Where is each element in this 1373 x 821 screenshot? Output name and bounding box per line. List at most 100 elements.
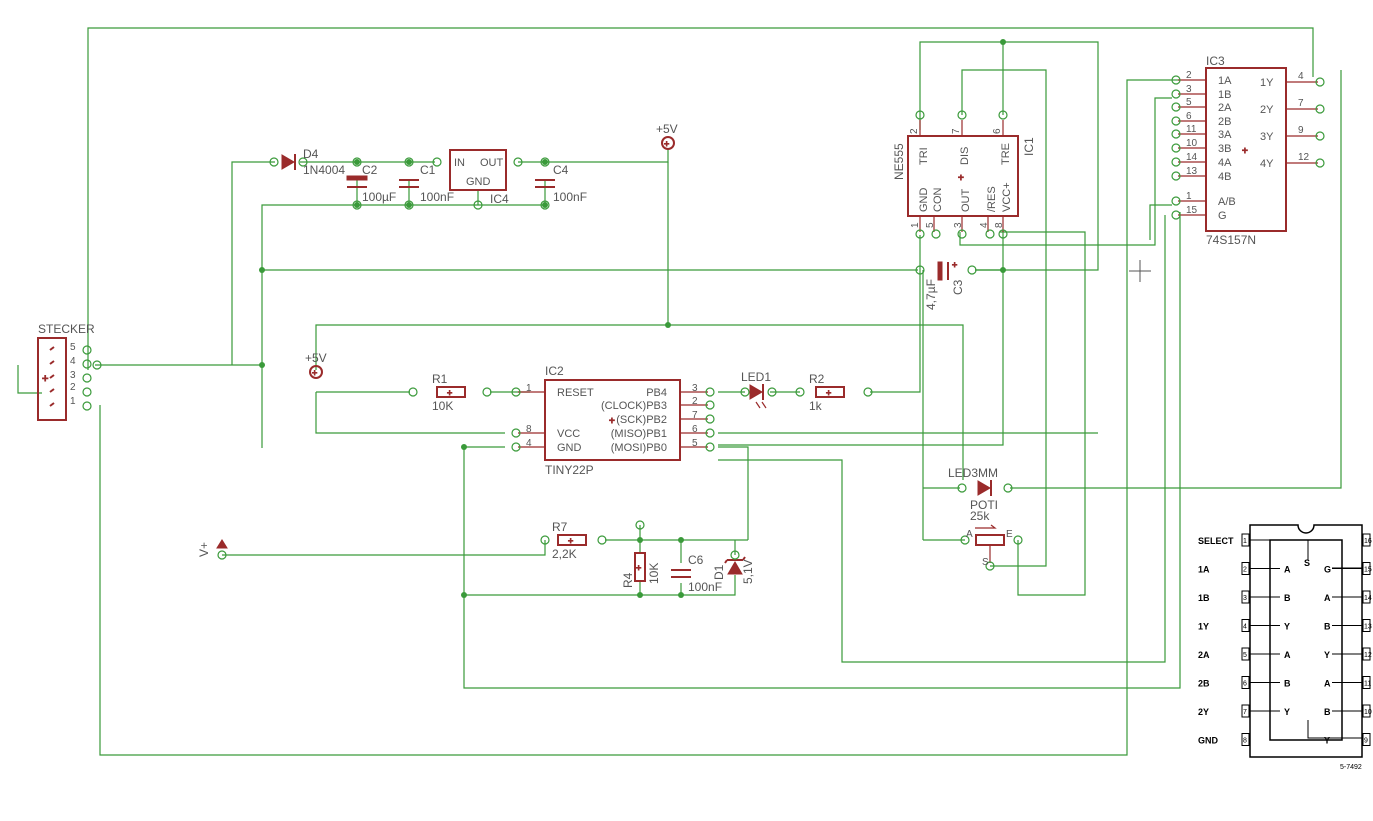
supply-5v-top: + +5V [656, 122, 678, 150]
ic3-left-label-1: 1A [1218, 75, 1232, 87]
ic1-bot-label-4: /RES [986, 186, 998, 212]
c2-value: 100µF [362, 190, 396, 204]
ds-inner-right-5: A [1324, 679, 1331, 689]
c1-name: C1 [420, 163, 436, 177]
ds-inner-left-1: S [1304, 558, 1310, 568]
ds-right-pin-7: 10 [1364, 709, 1372, 716]
ds-left-pin-6: 6 [1243, 681, 1247, 688]
stecker-pin-4: 4 [70, 356, 76, 367]
ic3-left-num-4: 6 [1186, 111, 1192, 122]
ds-left-pin-5: 5 [1243, 652, 1247, 659]
supply-left-name: +5V [305, 351, 327, 365]
ds-left-pin-3: 3 [1243, 595, 1247, 602]
ic1-bot-label-3: OUT [960, 189, 972, 213]
ic2-right-num-2: 2 [692, 396, 698, 407]
c2-name: C2 [362, 163, 378, 177]
ic1-value: NE555 [892, 143, 906, 180]
ic1-bot-label-5: VCC+ [1001, 182, 1013, 212]
svg-text:+: + [1242, 146, 1248, 157]
ic2-left-num-2: 8 [526, 424, 532, 435]
crosshair-cursor-icon [1129, 260, 1151, 282]
resistor-r1: + R1 10K [408, 372, 492, 413]
ic4-pin-gnd: GND [466, 176, 491, 188]
led-led3mm: LED3MM [948, 466, 1013, 496]
ic3-left-label-9: A/B [1218, 196, 1236, 208]
r4-value: 10K [647, 563, 661, 584]
stecker-connector: STECKER 5 4 3 2 1 + [37, 322, 102, 421]
ic3-right-label-2: 2Y [1260, 104, 1274, 116]
led-led1: LED1 [740, 370, 777, 409]
ds-left-label-1: SELECT [1198, 536, 1234, 546]
ds-right-pin-6: 11 [1364, 681, 1371, 688]
regulator-ic4: IN OUT GND IC4 [432, 149, 523, 210]
r7-value: 2,2K [552, 547, 577, 561]
ic4-name: IC4 [490, 192, 509, 206]
ic3-left-num-1: 2 [1186, 70, 1192, 81]
poti-pin-e: E [1006, 529, 1013, 540]
ic2-left-num-3: 4 [526, 438, 532, 449]
ic3-left-label-2: 1B [1218, 89, 1231, 101]
ic2-name: IC2 [545, 364, 564, 378]
ic3-left-num-5: 11 [1186, 124, 1197, 135]
ic3-left-num-7: 14 [1186, 152, 1198, 163]
r2-value: 1k [809, 399, 823, 413]
r4-name: R4 [621, 572, 635, 588]
ic3-left-label-8: 4B [1218, 171, 1231, 183]
ic2-right-label-2: (CLOCK)PB3 [601, 400, 667, 412]
r2-name: R2 [809, 372, 825, 386]
ic3-left-num-2: 3 [1186, 84, 1192, 95]
ds-left-pin-8: 8 [1243, 738, 1247, 745]
ds-left-label-7: 2Y [1198, 707, 1209, 717]
ds-inner-right-2: A [1324, 593, 1331, 603]
ic2-left-label-1: RESET [557, 387, 594, 399]
ic3-left-label-6: 3B [1218, 143, 1231, 155]
svg-text:+: + [609, 416, 615, 427]
ic1-top-label-1: TRI [918, 147, 930, 165]
ic1-bot-num-4: 4 [979, 222, 990, 228]
ds-right-pin-3: 14 [1364, 595, 1372, 602]
diode-d4: D4 1N4004 [269, 147, 345, 177]
ds-left-label-3: 1B [1198, 593, 1210, 603]
stecker-pin-5: 5 [70, 342, 76, 353]
ic2-right-num-4: 6 [692, 424, 698, 435]
ic3-right-num-2: 7 [1298, 98, 1304, 109]
ds-left-label-4: 1Y [1198, 622, 1209, 632]
poti-pin-s: S [982, 557, 989, 568]
ic4-pin-in: IN [454, 157, 465, 169]
ic1-bot-num-2: 5 [925, 222, 936, 228]
led1-name: LED1 [741, 370, 771, 384]
ic1-bot-num-3: 3 [953, 222, 964, 228]
ds-left-label-6: 2B [1198, 679, 1210, 689]
capacitor-c1: C1 100nF [399, 157, 454, 210]
ic3-left-label-4: 2B [1218, 116, 1231, 128]
poti-name: POTI [970, 498, 998, 512]
ic3-left-num-10: 15 [1186, 205, 1198, 216]
led3mm-name: LED3MM [948, 466, 998, 480]
ic2-right-label-1: PB4 [646, 387, 667, 399]
wires [17, 27, 1342, 756]
poti-pin-a: A [966, 529, 973, 540]
ds-inner-right-7: Y [1324, 736, 1330, 746]
ic2-left-num-1: 1 [526, 383, 532, 394]
ds-inner-left-5: A [1284, 650, 1291, 660]
ic2-right-num-5: 5 [692, 438, 698, 449]
ds-inner-left-4: Y [1284, 622, 1290, 632]
c3-name: C3 [951, 279, 965, 295]
ic1-top-num-1: 2 [909, 128, 920, 134]
ds-right-pin-2: 15 [1364, 567, 1372, 574]
stecker-pin-1: 1 [70, 396, 76, 407]
ic3-right-label-1: 1Y [1260, 77, 1274, 89]
d1-name: D1 [712, 564, 726, 580]
ic1-bot-num-1: 1 [910, 222, 921, 228]
ic3-right-num-4: 12 [1298, 152, 1310, 163]
ic2-value: TINY22P [545, 463, 594, 477]
supply-5v-left: + +5V [305, 351, 327, 379]
capacitor-c4: C4 100nF [535, 157, 587, 210]
d1-value: 5,1V [741, 559, 755, 584]
ds-inner-right-1: G [1324, 565, 1331, 575]
ds-right-pin-5: 12 [1364, 652, 1372, 659]
potentiometer-poti: POTI 25k A E S [960, 498, 1023, 571]
resistor-r7: + R7 2,2K [540, 520, 607, 561]
